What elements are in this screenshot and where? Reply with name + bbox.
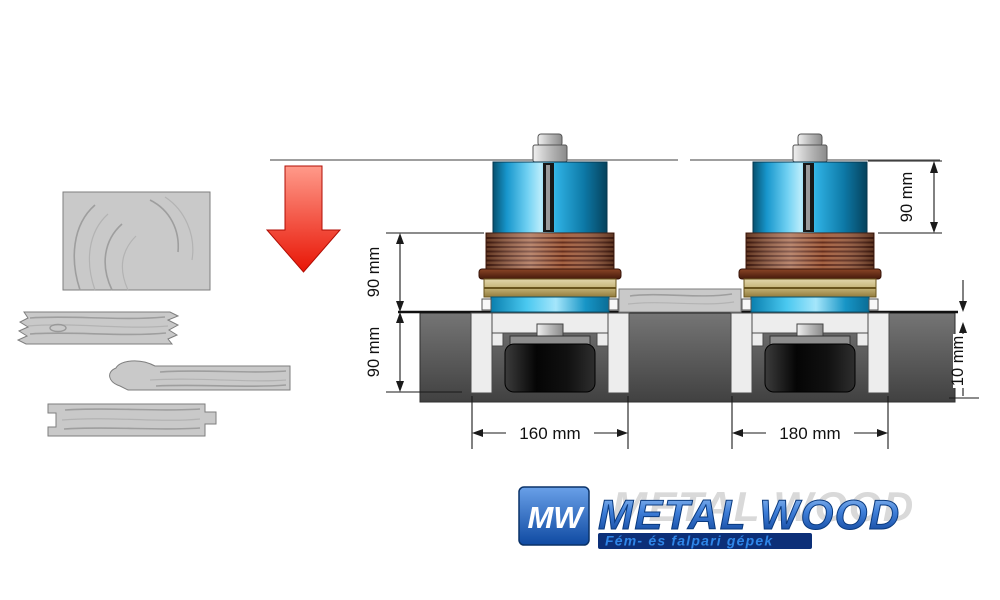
logo-monogram-box: [518, 486, 590, 546]
dim-label-opening-right: 180 mm: [779, 424, 840, 443]
brand-logo: METAL WOOD MW METAL WOOD Fém- és falpari…: [518, 483, 915, 549]
dim-label-opening-left: 160 mm: [519, 424, 580, 443]
wood-plank: [16, 311, 180, 345]
dim-label-right-cutter: 90 mm: [898, 172, 916, 222]
wood-moulded-strip: [109, 360, 291, 391]
wood-samples: [16, 191, 291, 437]
dimension-left-90mm-lower: 90 mm: [365, 312, 462, 393]
dimension-opening-160mm: 160 mm: [471, 396, 629, 449]
tagline-bar: [598, 533, 812, 549]
workpiece-on-table: [618, 288, 742, 313]
brand-name-ghost: METAL WOOD: [612, 483, 915, 530]
dim-label-left-upper: 90 mm: [365, 247, 383, 297]
dim-label-left-lower: 90 mm: [365, 327, 383, 377]
dimension-left-90mm-upper: 90 mm: [365, 232, 484, 312]
logo-monogram: MW: [527, 500, 585, 535]
dimension-right-cutter-90mm: 90 mm: [868, 160, 942, 234]
wood-block: [62, 191, 211, 291]
dimension-opening-180mm: 180 mm: [731, 396, 889, 449]
brand-tagline: Fém- és falpari gépek: [605, 533, 773, 549]
feed-direction-arrow-icon: [265, 165, 342, 273]
brand-name: METAL WOOD: [598, 491, 901, 538]
wood-tongue-groove-board: [47, 403, 217, 437]
dim-label-table-thickness: 10 mm: [949, 336, 967, 386]
dimension-table-thickness-10mm: 10 mm: [949, 280, 979, 399]
